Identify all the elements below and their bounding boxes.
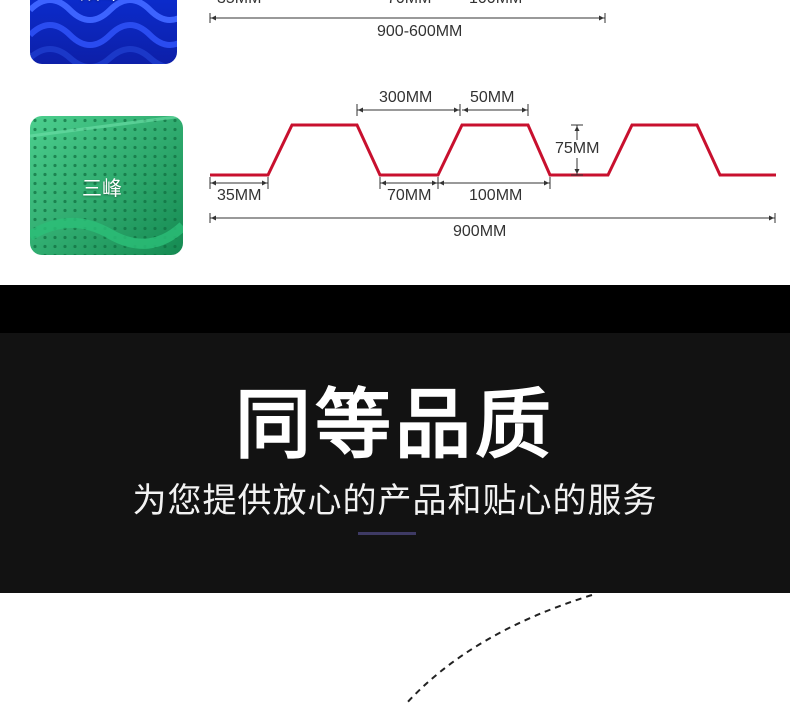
banner-top-band [0,285,790,333]
triple-peak-label: 三峰 [82,176,122,200]
dim-900mm-label: 900MM [452,223,508,241]
dim-70mm-top: 70MM [386,0,433,8]
dim-100mm-top: 100MM [468,0,524,8]
profile-dimension-diagram [209,13,776,223]
dim-300mm-label: 300MM [378,89,434,107]
dashed-decorative-curve [404,594,593,706]
dim-35mm-label: 35MM [216,187,263,205]
dim-50mm-label: 50MM [469,89,516,107]
dim-75mm-label: 75MM [554,140,601,158]
quality-banner: 同等品质 为您提供放心的产品和贴心的服务 [0,333,790,593]
banner-title: 同等品质 [235,380,555,469]
green-panel-graphic [30,116,183,255]
double-peak-panel-image: 双峰 [30,0,177,64]
triple-peak-panel-image: 三峰 [30,116,183,255]
double-peak-label: 双峰 [80,0,120,5]
triple-peak-profile [210,123,776,177]
banner-subtitle: 为您提供放心的产品和贴心的服务 [132,481,658,521]
blue-panel-graphic [30,0,177,64]
dim-100mm-label: 100MM [468,187,524,205]
dim-35mm-top: 35MM [216,0,263,8]
accent-divider [358,532,416,535]
dim-total-top: 900-600MM [376,23,464,41]
dim-70mm-label: 70MM [386,187,433,205]
